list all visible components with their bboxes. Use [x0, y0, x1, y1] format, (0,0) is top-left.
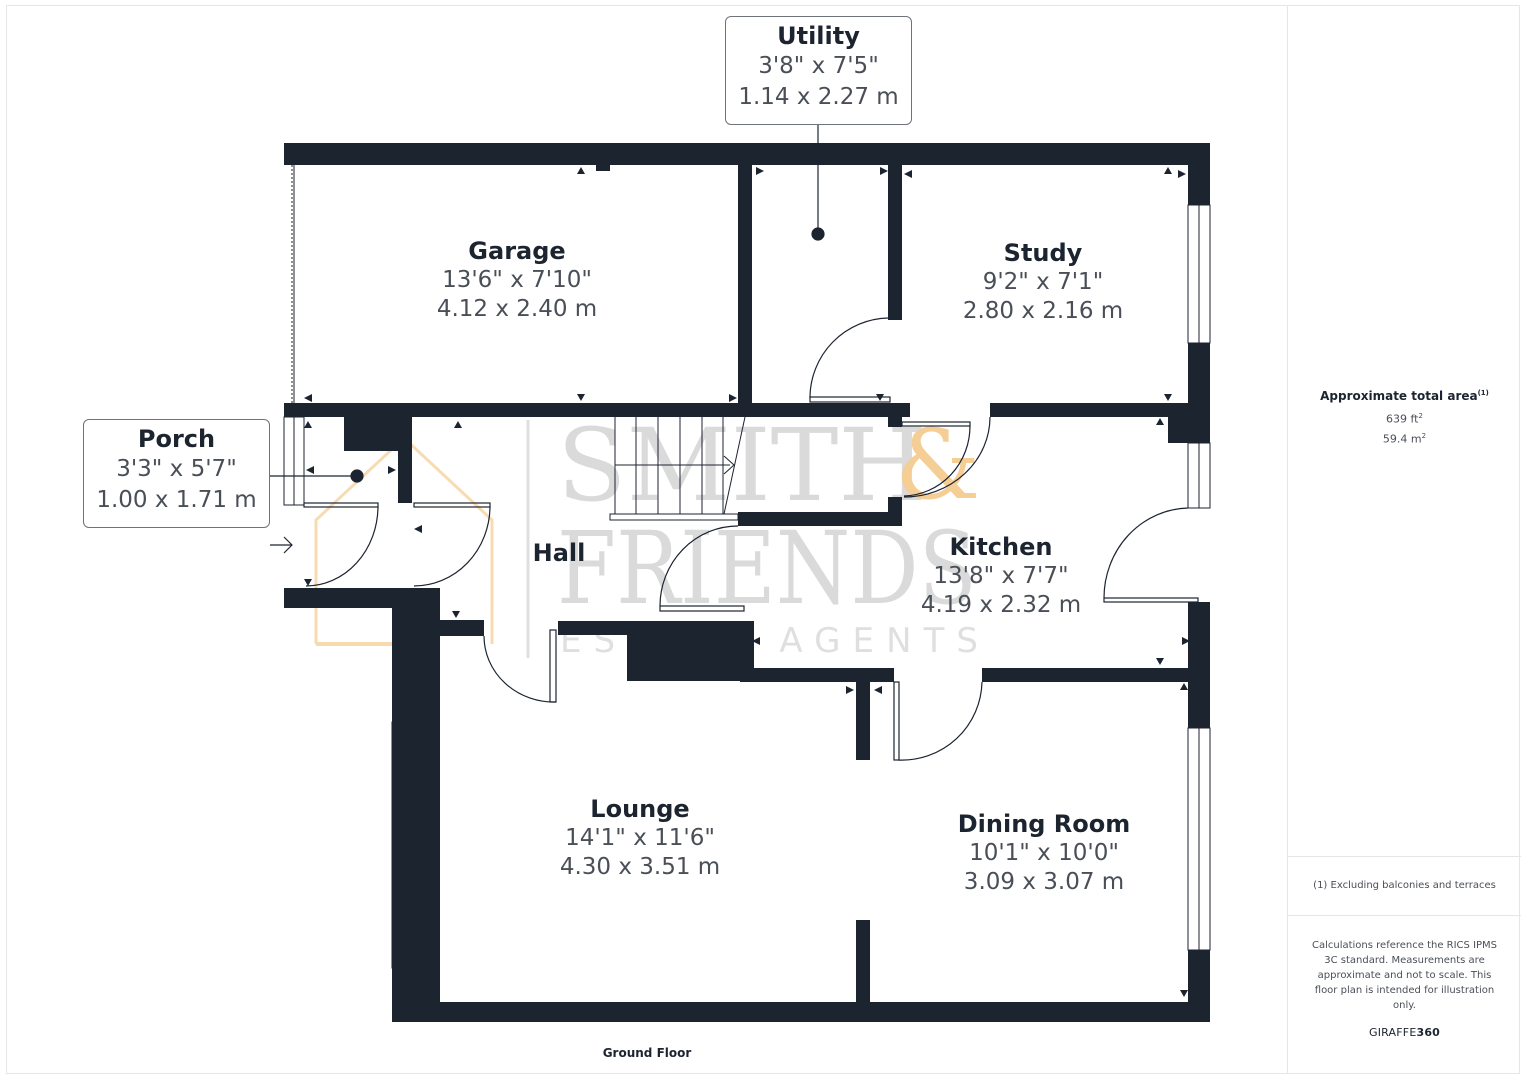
area-sqm: 59.4 m2: [1288, 429, 1521, 447]
room-dim-imperial: 13'6" x 7'10": [442, 267, 592, 293]
room-dim-metric: 4.30 x 3.51 m: [559, 854, 721, 880]
room-dim-imperial: 9'2" x 7'1": [982, 269, 1104, 295]
room-dim-imperial: 13'8" x 7'7": [933, 563, 1069, 589]
room-name: Study: [1003, 239, 1083, 267]
watermark-smith: SMITH: [557, 407, 927, 524]
room-garage: Garage 13'6" x 7'10" 4.12 x 2.40 m: [437, 236, 597, 324]
area-title: Approximate total area(1): [1288, 389, 1521, 403]
area-sqft: 639 ft2: [1288, 409, 1521, 427]
doors: [303, 317, 1199, 761]
side-panel: Approximate total area(1) 639 ft2 59.4 m…: [1287, 6, 1521, 1074]
room-dim-metric: 4.12 x 2.40 m: [436, 296, 598, 322]
entrance-arrow-icon: [270, 536, 293, 554]
callout-utility: Utility 3'8" x 7'5" 1.14 x 2.27 m: [725, 16, 912, 125]
footnote-mark: (1): [1477, 389, 1489, 397]
floor-plan-drawing: SMITH & FRIENDS ESTATE AGENTS: [269, 124, 1211, 1022]
area-sqft-value: 639 ft: [1386, 412, 1419, 426]
walls: [284, 143, 1210, 1022]
callout-leaders: [269, 124, 825, 483]
room-name: Hall: [532, 539, 586, 567]
room-study: Study 9'2" x 7'1" 2.80 x 2.16 m: [963, 238, 1123, 326]
room-name: Garage: [468, 237, 566, 265]
unit-exponent: 2: [1421, 431, 1427, 440]
room-dim-metric: 1.14 x 2.27 m: [738, 84, 899, 110]
floor-title: Ground Floor: [602, 1046, 692, 1060]
room-name: Lounge: [590, 795, 690, 823]
room-dim-metric: 3.09 x 3.07 m: [963, 869, 1125, 895]
total-area-block: Approximate total area(1) 639 ft2 59.4 m…: [1288, 389, 1521, 446]
disclaimer-text: Calculations reference the RICS IPMS 3C …: [1311, 940, 1498, 1011]
area-title-text: Approximate total area: [1320, 389, 1478, 403]
disclaimer-section: Calculations reference the RICS IPMS 3C …: [1288, 915, 1521, 1040]
area-sqm-value: 59.4 m: [1382, 432, 1422, 446]
watermark-ampersand: &: [895, 409, 980, 521]
room-lounge: Lounge 14'1" x 11'6" 4.30 x 3.51 m: [560, 794, 720, 882]
unit-exponent: 2: [1418, 412, 1423, 420]
room-dim-imperial: 3'8" x 7'5": [758, 53, 879, 79]
staircase: [609, 416, 746, 521]
room-dim-metric: 1.00 x 1.71 m: [96, 487, 257, 513]
room-dim-metric: 2.80 x 2.16 m: [962, 298, 1124, 324]
brand-bold: 360: [1416, 1026, 1441, 1039]
footnote-excluding: (1) Excluding balconies and terraces: [1288, 856, 1521, 917]
measurement-markers: [304, 167, 1190, 999]
room-hall: Hall: [533, 538, 586, 568]
callout-porch: Porch 3'3" x 5'7" 1.00 x 1.71 m: [83, 419, 270, 528]
room-kitchen: Kitchen 13'8" x 7'7" 4.19 x 2.32 m: [921, 532, 1081, 620]
giraffe360-logo: GIRAFFE360: [1306, 1025, 1503, 1040]
room-dim-imperial: 3'3" x 5'7": [116, 456, 237, 482]
room-dining-room: Dining Room 10'1" x 10'0" 3.09 x 3.07 m: [958, 809, 1131, 897]
room-dim-metric: 4.19 x 2.32 m: [920, 592, 1082, 618]
room-dim-imperial: 10'1" x 10'0": [969, 840, 1119, 866]
watermark-friends: FRIENDS: [557, 510, 977, 627]
room-dim-imperial: 14'1" x 11'6": [565, 825, 715, 851]
room-name: Kitchen: [949, 533, 1053, 561]
room-name: Dining Room: [957, 810, 1131, 838]
floor-plan-area: SMITH & FRIENDS ESTATE AGENTS: [7, 6, 1287, 1074]
page-frame: [6, 5, 1520, 1074]
room-name: Utility: [777, 22, 860, 50]
room-name: Porch: [137, 425, 216, 453]
windows: [283, 165, 1211, 969]
brand-light: GIRAFFE: [1368, 1026, 1417, 1039]
